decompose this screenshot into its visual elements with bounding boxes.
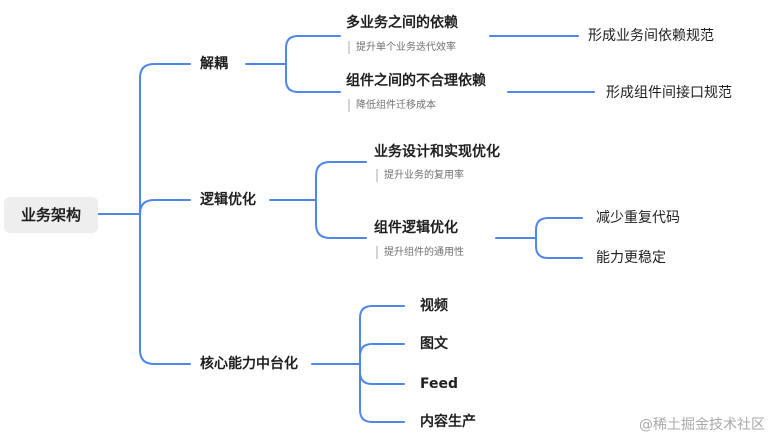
branch-core-capability-platform: 核心能力中台化 — [200, 356, 298, 372]
connector-core-child-1 — [359, 305, 405, 365]
leaf-reduce-duplicate-code: 减少重复代码 — [596, 210, 680, 226]
connector-decouple-child-2 — [285, 63, 341, 93]
connector-logic-leaf-2 — [535, 237, 583, 259]
connector-core-child-3 — [359, 363, 405, 385]
node-image-text: 图文 — [420, 336, 448, 352]
connector-root-branch-2 — [139, 199, 191, 215]
node-component-logic-optimization: 组件逻辑优化 — [374, 220, 458, 236]
watermark-text: @稀土掘金技术社区 — [639, 417, 765, 433]
connector-logic-child-2 — [315, 199, 367, 239]
note-business-design-optimization: 提升业务的复用率 — [376, 169, 464, 182]
connector-core-child-2 — [359, 343, 405, 365]
node-content-production: 内容生产 — [420, 414, 476, 430]
note-component-dependency: 降低组件迁移成本 — [348, 99, 436, 112]
leaf-more-stable: 能力更稳定 — [596, 250, 666, 266]
node-component-dependency: 组件之间的不合理依赖 — [346, 73, 486, 89]
note-component-logic-optimization: 提升组件的通用性 — [376, 246, 464, 259]
node-video: 视频 — [420, 298, 448, 314]
branch-decouple: 解耦 — [200, 56, 228, 72]
connector-root-branch-1 — [139, 63, 191, 215]
connector-root-branch-3 — [139, 213, 191, 365]
leaf-business-dependency-spec: 形成业务间依赖规范 — [588, 28, 714, 44]
leaf-component-interface-spec: 形成组件间接口规范 — [606, 85, 732, 101]
note-multi-business-dependency: 提升单个业务迭代效率 — [348, 41, 456, 54]
root-node: 业务架构 — [4, 197, 98, 233]
node-multi-business-dependency: 多业务之间的依赖 — [346, 15, 458, 31]
node-business-design-optimization: 业务设计和实现优化 — [374, 144, 500, 160]
node-feed: Feed — [420, 376, 459, 392]
connector-logic-child-1 — [315, 161, 367, 201]
connector-logic-leaf-1 — [535, 217, 583, 239]
connector-decouple-child-1 — [285, 35, 341, 65]
branch-logic-optimization: 逻辑优化 — [200, 192, 256, 208]
connector-core-child-4 — [359, 363, 405, 423]
